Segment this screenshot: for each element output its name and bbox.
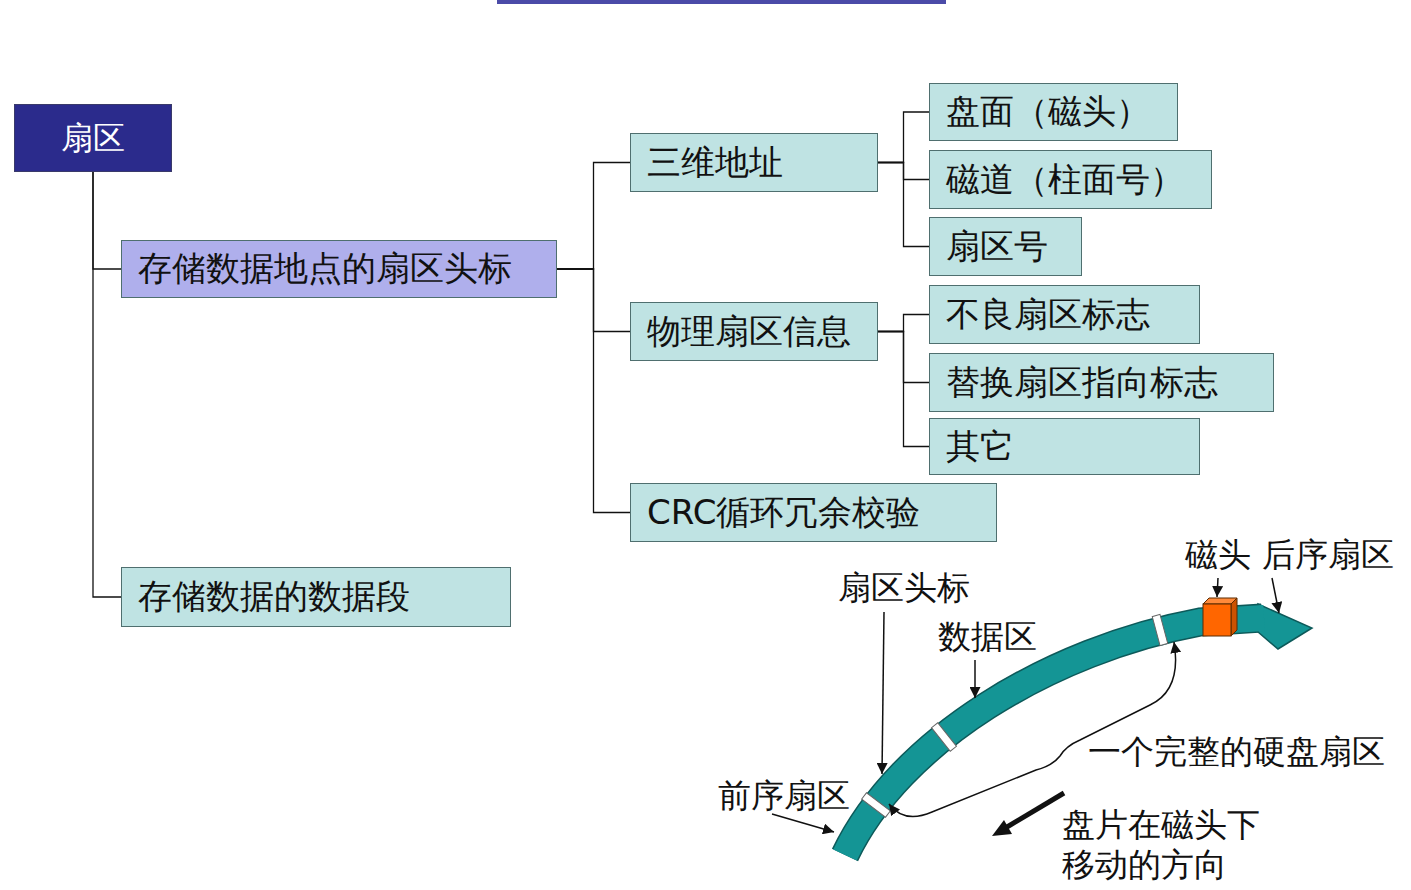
box-text: 替换扇区指向标志 [946, 363, 1218, 402]
illustration-label: 后序扇区 [1262, 535, 1394, 575]
direction-arrow [1002, 793, 1064, 830]
magnetic-head [1203, 604, 1231, 636]
tree-connector [557, 269, 630, 513]
box-text: 扇区 [61, 120, 125, 157]
data-segment-box: 存储数据的数据段 [121, 567, 511, 627]
leader-line [1272, 578, 1279, 613]
tree-connector [878, 112, 929, 163]
sector-gap [862, 793, 891, 818]
leader-line [772, 814, 834, 832]
illustration-label: 数据区 [938, 617, 1037, 657]
illustration-label: 扇区头标 [838, 568, 970, 608]
box-text: 三维地址 [647, 143, 783, 182]
leader-line [974, 660, 976, 698]
tree-connector [878, 163, 929, 247]
title-rule [497, 0, 946, 4]
track-tip [1258, 604, 1312, 649]
illustration-label: 一个完整的硬盘扇区 [1088, 732, 1385, 772]
header-box: 存储数据地点的扇区头标 [121, 240, 557, 298]
category-box: CRC循环冗余校验 [630, 483, 997, 542]
box-text: 其它 [946, 427, 1014, 466]
leaf-box: 磁道（柱面号） [929, 150, 1212, 209]
category-box: 物理扇区信息 [630, 302, 878, 361]
box-text: 盘面（磁头） [946, 92, 1150, 131]
box-text: 不良扇区标志 [946, 295, 1150, 334]
illustration-label: 磁头 [1185, 535, 1251, 575]
leaf-box: 盘面（磁头） [929, 83, 1178, 141]
category-box: 三维地址 [630, 133, 878, 192]
tree-connector [557, 163, 630, 270]
direction-arrowhead [992, 820, 1012, 836]
box-text: CRC循环冗余校验 [647, 493, 920, 532]
illustration-label: 前序扇区 [718, 776, 850, 816]
box-text: 磁道（柱面号） [946, 160, 1184, 199]
box-text: 存储数据地点的扇区头标 [138, 249, 512, 288]
leaf-box: 其它 [929, 418, 1200, 475]
illustration-label: 盘片在磁头下 移动的方向 [1062, 805, 1277, 885]
tree-connector [878, 315, 929, 332]
box-text: 扇区号 [946, 227, 1048, 266]
leader-line [1217, 578, 1218, 597]
sector-gap [1152, 614, 1167, 645]
tree-connector [93, 172, 121, 269]
sector-brace [889, 642, 1176, 817]
sector-gap [932, 723, 957, 751]
leaf-box: 替换扇区指向标志 [929, 353, 1274, 412]
head-side [1231, 598, 1237, 636]
root-box: 扇区 [14, 104, 172, 172]
leaf-box: 不良扇区标志 [929, 285, 1200, 344]
box-text: 存储数据的数据段 [138, 577, 410, 616]
leaf-box: 扇区号 [929, 217, 1082, 276]
tree-connector [878, 332, 929, 447]
leader-line [882, 612, 884, 774]
box-text: 物理扇区信息 [647, 312, 851, 351]
tree-connector [93, 172, 121, 597]
